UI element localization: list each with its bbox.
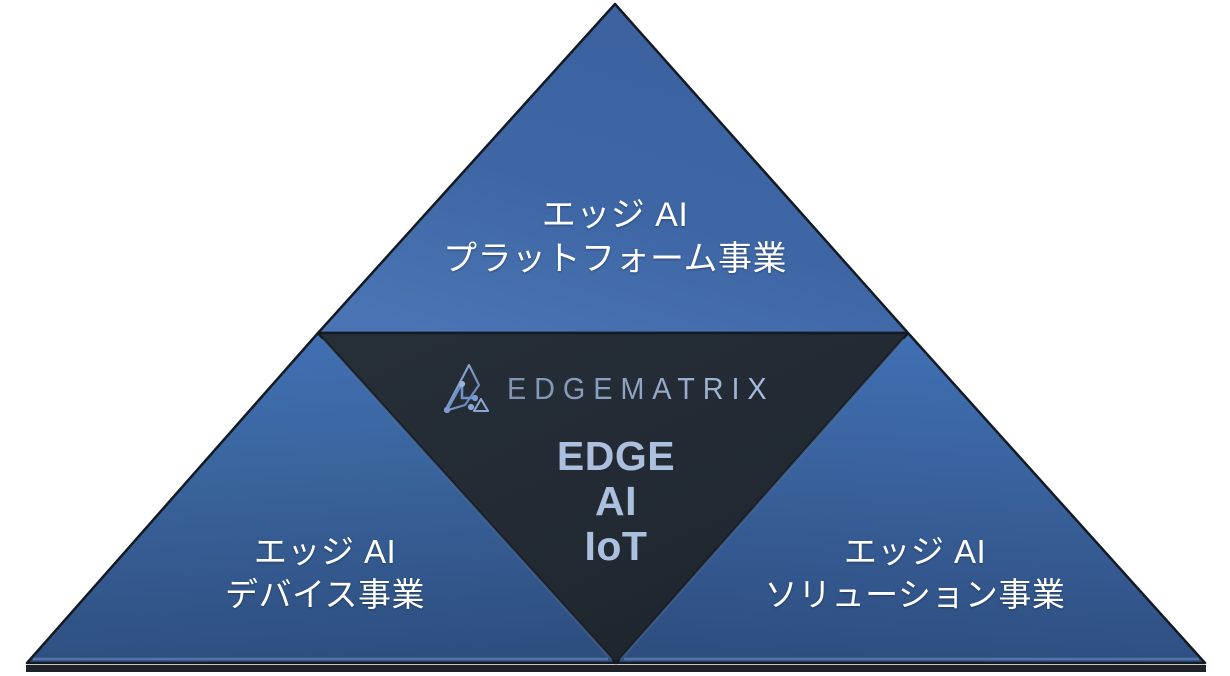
logo-node-c <box>471 394 478 402</box>
center-content: EDGEMATRIX EDGE AI IoT <box>420 360 812 569</box>
keyword-ai: AI <box>595 478 637 525</box>
bevel-center-right <box>619 338 905 661</box>
base-shadow <box>26 665 1206 672</box>
logo-node-a <box>443 406 450 414</box>
logo-node-d <box>467 403 474 411</box>
keyword-edge: EDGE <box>556 433 676 479</box>
logo-small-triangle <box>472 397 489 413</box>
core-keywords: EDGE AI IoT <box>420 433 812 570</box>
bevel-center-left <box>321 338 613 661</box>
logo-circuit-trace <box>445 381 475 412</box>
segment-center[interactable] <box>316 331 910 665</box>
edgematrix-logo[interactable]: EDGEMATRIX <box>420 360 812 418</box>
edgematrix-triangle-circuit-logo-icon <box>443 363 489 414</box>
edgematrix-wordmark: EDGEMATRIX <box>506 371 775 406</box>
keyword-iot: IoT <box>584 523 648 570</box>
logo-outer-triangle <box>443 363 480 413</box>
logo-node-b <box>458 380 465 388</box>
segment-top[interactable] <box>316 2 910 335</box>
